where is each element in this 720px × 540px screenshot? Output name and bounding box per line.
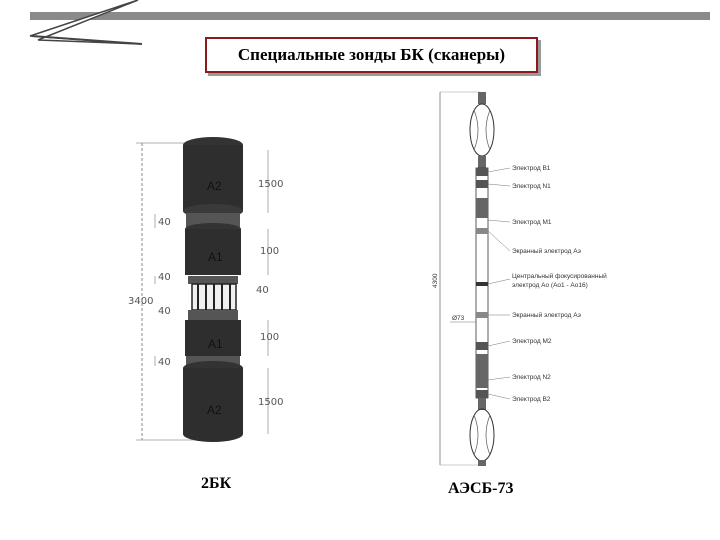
electrode-label: Экранный электрод Аэ [512,247,582,255]
gap-label: 40 [158,272,171,283]
right-probe: 4300 Ø73 Электрод B1 [432,91,607,466]
top-bar [30,12,710,20]
gap-label: 40 [158,306,171,317]
total-length-label: 3400 [128,296,153,307]
segment-label: A1 [208,250,223,264]
electrode-label: Электрод N2 [512,374,551,381]
right-probe-caption: АЭСБ-73 [448,480,514,497]
gap-label: 40 [158,357,171,368]
segment-label: A2 [207,403,222,417]
total-length-label: 4300 [432,273,439,288]
electrode-label: Экранный электрод Аэ [512,311,582,319]
gap-label: 40 [256,285,269,296]
electrode-label: Электрод M1 [512,219,552,226]
left-probe: 3400 A2 A1 A1 A2 [128,137,283,442]
segment-length: 1500 [258,397,283,408]
electrode-label: Электрод B1 [512,165,551,172]
segment-length: 1500 [258,179,283,190]
segment-length: 100 [260,246,279,257]
logo-arrow-icon [29,0,143,45]
electrode-label: Электрод N1 [512,183,551,190]
electrode-label: электрод Ао (Ао1 - Ао16) [512,282,588,289]
segment-length: 100 [260,332,279,343]
left-probe-caption: 2БК [201,475,232,492]
segment-label: A1 [208,337,223,351]
electrode-label: Центральный фокусированный [512,272,607,280]
page-title: Специальные зонды БК (сканеры) [237,45,506,64]
gap-label: 40 [158,217,171,228]
segment-label: A2 [207,179,222,193]
electrode-label: Электрод B2 [512,396,551,403]
electrode-label: Электрод M2 [512,338,552,345]
diameter-label: Ø73 [452,315,465,322]
title-box: Специальные зонды БК (сканеры) [205,37,538,73]
